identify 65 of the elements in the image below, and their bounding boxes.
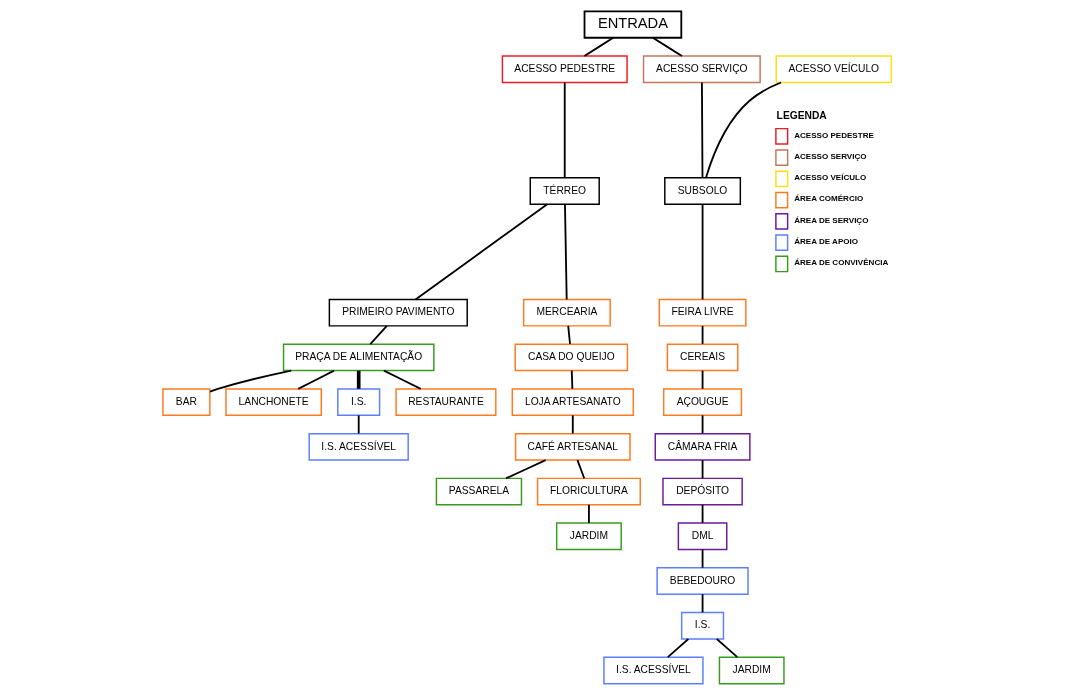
connector <box>209 369 293 393</box>
node-box: I.S. ACESSÍVEL <box>603 656 704 685</box>
legend-label: ÁREA DE APOIO <box>794 236 859 246</box>
connector <box>701 414 704 435</box>
node-box: DML <box>677 522 728 551</box>
node-box: LOJA ARTESANATO <box>511 388 634 417</box>
connector <box>666 638 690 659</box>
node-box: ACESSO SERVIÇO <box>642 55 761 84</box>
connector <box>701 369 704 390</box>
connector <box>297 369 335 390</box>
connector <box>701 503 704 524</box>
connector <box>701 593 704 614</box>
connector <box>414 203 549 301</box>
connector <box>567 325 571 345</box>
node-box: I.S. <box>680 611 725 640</box>
legend-label: ACESSO VEÍCULO <box>794 173 867 183</box>
connector <box>356 370 361 389</box>
connector <box>588 503 590 524</box>
connector <box>701 81 704 179</box>
node-box: PRIMEIRO PAVIMENTO <box>328 298 468 327</box>
node-box: BEBEDOURO <box>656 567 749 595</box>
node-box: ENTRADA <box>583 10 683 39</box>
connector <box>583 36 615 57</box>
node-box: CASA DO QUEIJO <box>514 343 629 372</box>
node-box: FLORICULTURA <box>536 477 641 506</box>
node-box: MERCEARIA <box>522 298 611 327</box>
legend-label: ÁREA DE CONVIVÊNCIA <box>794 258 889 268</box>
legend-label: ACESSO PEDESTRE <box>794 130 874 140</box>
connector <box>715 638 739 659</box>
connector <box>701 325 704 345</box>
node-box: PASSARELA <box>435 477 523 506</box>
connector <box>369 325 388 345</box>
node-box: CÂMARA FRIA <box>654 432 751 461</box>
connector <box>564 203 568 301</box>
connector <box>701 203 704 301</box>
legend-label: ÁREA COMÉRCIO <box>794 194 864 204</box>
node-box: JARDIM <box>718 656 785 685</box>
connector <box>705 81 782 179</box>
node-box: AÇOUGUE <box>662 388 743 417</box>
node-box: I.S. <box>337 388 381 417</box>
node-box: ACESSO VEÍCULO <box>775 55 893 84</box>
node-box: SUBSOLO <box>664 177 742 205</box>
legend-label: ACESSO SERVIÇO <box>794 151 867 161</box>
node-box: RESTAURANTE <box>395 388 497 417</box>
connector <box>563 81 566 179</box>
connector <box>357 414 360 435</box>
node-box: JARDIM <box>555 522 622 551</box>
connector <box>651 36 683 57</box>
node-box: BAR <box>162 388 211 417</box>
connector <box>701 548 704 569</box>
connector <box>570 369 574 390</box>
node-box: FEIRA LIVRE <box>658 298 747 327</box>
node-box: CEREAIS <box>666 343 739 372</box>
node-box: PRAÇA DE ALIMENTAÇÃO <box>282 343 435 372</box>
legend-label: ÁREA DE SERVIÇO <box>794 215 869 225</box>
node-box: CAFÉ ARTESANAL <box>514 432 631 461</box>
node-box: TÉRREO <box>529 177 600 205</box>
connector <box>701 459 704 480</box>
node-box: LANCHONETE <box>225 388 323 417</box>
node-box: DEPÓSITO <box>662 477 743 506</box>
label: LEGENDA <box>776 109 827 121</box>
connector <box>576 459 586 480</box>
node-box: I.S. ACESSÍVEL <box>308 432 409 461</box>
node-box: ACESSO PEDESTRE <box>501 55 628 84</box>
connector <box>571 414 574 435</box>
